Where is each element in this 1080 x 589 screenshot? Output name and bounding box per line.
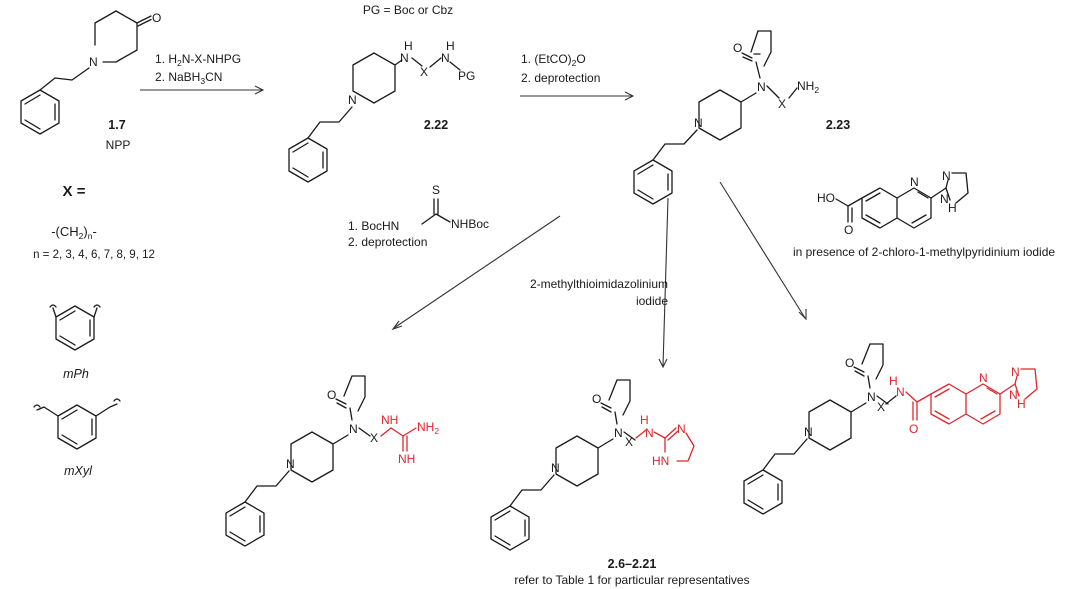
mph-label: mPh: [63, 367, 89, 381]
mxyl-linker-structure: [33, 398, 121, 450]
step1-reagent-2: 2. NaBH3CN: [155, 70, 222, 86]
svg-text:HO: HO: [817, 191, 835, 205]
pg-note: PG = Boc or Cbz: [363, 3, 453, 17]
svg-text:NH: NH: [381, 413, 398, 427]
step5-acid-structure: HO O N N H N: [817, 169, 969, 237]
compound-223-structure: O N X NH2 N: [633, 30, 819, 205]
svg-text:PG: PG: [458, 69, 475, 83]
svg-text:N: N: [896, 385, 905, 399]
x-definition-title: X =: [63, 183, 86, 200]
compound-223-id: 2.23: [826, 118, 850, 132]
svg-text:O: O: [733, 41, 742, 55]
svg-text:O: O: [844, 223, 853, 237]
mph-linker-structure: [49, 304, 101, 351]
svg-text:X: X: [370, 431, 378, 445]
svg-text:X: X: [778, 97, 786, 111]
product-quinoline-amide-structure: O N X H N O N N H N N: [743, 343, 1038, 515]
svg-text:N: N: [694, 116, 703, 130]
svg-text:X: X: [420, 65, 428, 79]
npp-name: NPP: [106, 138, 131, 152]
step4-reagent-1: 2-methylthioimidazolinium: [530, 277, 668, 291]
step5-arrow: [719, 181, 807, 321]
step3-reagent-1: 1. BocHN: [348, 219, 399, 233]
svg-text:N: N: [89, 55, 98, 69]
svg-text:O: O: [845, 356, 854, 370]
svg-text:S: S: [432, 183, 440, 197]
step2-arrow: [520, 91, 635, 101]
product-guanidine-structure: O N X NH NH2 NH N: [225, 375, 439, 547]
svg-text:N: N: [645, 426, 654, 440]
svg-text:N: N: [942, 169, 951, 183]
svg-text:N: N: [1009, 388, 1018, 402]
svg-text:NH2: NH2: [417, 420, 439, 436]
svg-text:H: H: [1017, 397, 1026, 411]
npp-structure: O N: [20, 10, 161, 135]
step3-reagent-2: 2. deprotection: [348, 235, 427, 249]
svg-text:N: N: [348, 93, 357, 107]
svg-text:N: N: [349, 422, 358, 436]
svg-text:N: N: [867, 390, 876, 404]
final-compounds-note: refer to Table 1 for particular represen…: [514, 573, 749, 587]
svg-text:O: O: [909, 422, 918, 436]
step1-reagent-1: 1. H2N-X-NHPG: [155, 52, 241, 68]
x-chain-n-values: n = 2, 3, 4, 6, 7, 8, 9, 12: [33, 249, 155, 261]
svg-text:X: X: [625, 435, 633, 449]
compound-222-id: 2.22: [424, 118, 448, 132]
svg-text:N: N: [757, 80, 766, 94]
step4-reagent-2: iodide: [636, 294, 668, 308]
svg-text:H: H: [404, 39, 413, 53]
svg-text:N: N: [1011, 365, 1020, 379]
svg-text:N: N: [940, 192, 949, 206]
step2-reagent-2: 2. deprotection: [521, 71, 600, 85]
step3-thiourea-structure: S: [421, 183, 451, 225]
svg-text:N: N: [441, 51, 450, 65]
svg-text:O: O: [327, 388, 336, 402]
svg-text:O: O: [592, 392, 601, 406]
svg-text:N: N: [551, 461, 560, 475]
step4-arrow: [658, 197, 669, 369]
svg-text:N: N: [400, 51, 409, 65]
svg-text:HN: HN: [652, 454, 669, 468]
svg-text:H: H: [640, 413, 649, 427]
svg-text:N: N: [979, 371, 988, 385]
step3-reagent-1b: NHBoc: [451, 217, 489, 231]
svg-text:N: N: [614, 426, 623, 440]
svg-text:N: N: [804, 425, 813, 439]
svg-text:H: H: [889, 374, 898, 388]
svg-text:X: X: [877, 400, 885, 414]
step5-condition: in presence of 2-chloro-1-methylpyridini…: [793, 245, 1055, 259]
final-compounds-id: 2.6–2.21: [608, 557, 657, 571]
svg-text:N: N: [910, 175, 919, 189]
svg-text:N: N: [677, 422, 686, 436]
step2-reagent-1: 1. (EtCO)2O: [521, 52, 586, 68]
svg-text:O: O: [152, 11, 161, 25]
step3-arrow: [391, 215, 561, 331]
svg-text:H: H: [948, 201, 957, 215]
npp-id: 1.7: [108, 118, 125, 132]
mxyl-label: mXyl: [64, 464, 93, 478]
product-imidazoline-structure: O N X H N N HN N: [490, 379, 695, 551]
svg-text:NH: NH: [398, 452, 415, 466]
x-chain-formula: -(CH2)n-: [51, 224, 97, 241]
svg-text:NH2: NH2: [797, 79, 819, 95]
step1-arrow: [140, 85, 265, 95]
compound-222-structure: N H X N H PG N: [288, 39, 475, 183]
svg-text:H: H: [446, 39, 455, 53]
svg-text:N: N: [286, 457, 295, 471]
